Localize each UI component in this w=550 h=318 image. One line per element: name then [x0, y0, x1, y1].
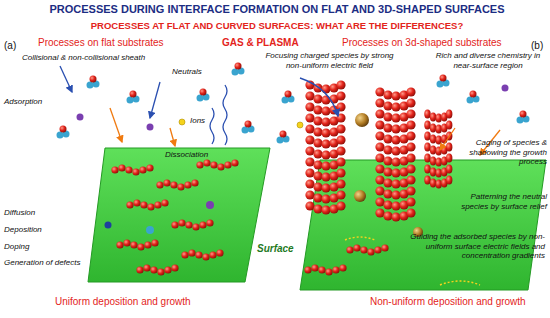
process-label: Focusing charged species by strong non-u… — [262, 51, 397, 70]
process-label: Ions — [190, 116, 205, 126]
panel-letter: (b) — [531, 40, 543, 52]
process-label: Diffusion — [4, 208, 35, 218]
process-label: Neutrals — [172, 67, 202, 77]
process-label: Doping — [4, 242, 29, 252]
process-label: Adsorption — [4, 97, 42, 107]
process-label: Patterning the neutral species by surfac… — [451, 192, 547, 211]
process-label: Collisional & non-collisional sheath — [22, 53, 145, 63]
panel-heading: Processes on 3d-shaped substrates — [342, 37, 502, 49]
process-label: Guiding the adsorbed species by non-unif… — [385, 232, 545, 261]
subtitle: PROCESSES AT FLAT AND CURVED SURFACES: W… — [2, 20, 550, 31]
gas-heading: GAS & PLASMA — [222, 37, 299, 49]
process-label: Generation of defects — [4, 258, 81, 268]
process-label: Caging of species & shadowing the growth… — [455, 138, 547, 167]
panel-letter: (a) — [4, 40, 16, 52]
main-title: PROCESSES DURING INTERFACE FORMATION ON … — [2, 3, 550, 16]
result-label: Non-uniform deposition and growth — [370, 296, 526, 308]
result-label: Uniform deposition and growth — [55, 296, 191, 308]
process-label: Dissociation — [165, 150, 208, 160]
process-label: Rich and diverse chemistry in near-surfa… — [429, 51, 547, 70]
panel-heading: Processes on flat substrates — [38, 37, 164, 49]
process-label: Deposition — [4, 225, 42, 235]
surface-label: Surface — [257, 243, 294, 255]
